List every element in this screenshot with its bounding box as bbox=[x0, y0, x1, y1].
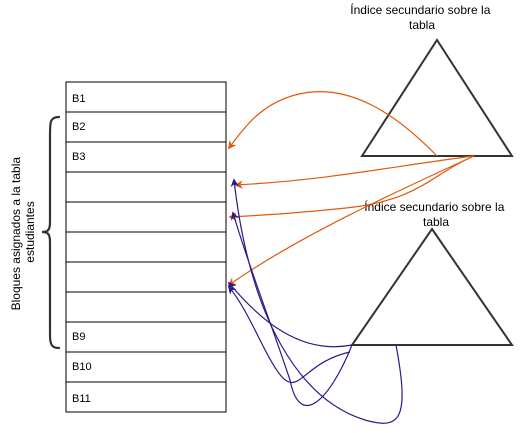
blue-arrow-to-row5-a bbox=[230, 211, 353, 406]
index-triangle-bottom bbox=[350, 227, 514, 346]
orange-arrow-to-b2 bbox=[228, 91, 438, 157]
block-label-11: B11 bbox=[72, 393, 91, 405]
block-row-8 bbox=[65, 291, 227, 323]
orange-arrow-to-row5 bbox=[228, 155, 475, 221]
index-bottom-line2: tabla bbox=[423, 215, 449, 229]
block-label-1: B1 bbox=[72, 93, 85, 105]
index-bottom-caption: Índice secundario sobre la tabla bbox=[364, 199, 507, 229]
block-label-9: B9 bbox=[72, 331, 85, 343]
brace-label-line2: estudiantes bbox=[23, 201, 37, 262]
index-triangle-top bbox=[360, 38, 514, 157]
curly-brace bbox=[41, 115, 61, 350]
block-row-10: B10 bbox=[65, 351, 227, 383]
block-row-7 bbox=[65, 261, 227, 293]
block-row-6 bbox=[65, 231, 227, 263]
brace-label-line1: Bloques asignados a la tabla bbox=[9, 157, 23, 311]
blue-arrows bbox=[227, 178, 403, 424]
orange-arrows bbox=[227, 91, 475, 286]
orange-arrow-to-row4 bbox=[234, 155, 475, 189]
index-top-line2: tabla bbox=[409, 18, 435, 32]
block-label-3: B3 bbox=[72, 151, 85, 163]
index-bottom-line1: Índice secundario sobre la bbox=[364, 199, 504, 214]
index-top-caption: Índice secundario sobre la tabla bbox=[350, 2, 493, 32]
blue-arrow-to-row7-b bbox=[227, 285, 351, 384]
block-row-11: B11 bbox=[65, 381, 227, 413]
block-label-10: B10 bbox=[72, 361, 92, 373]
block-table: B1 B2 B3 B9 bbox=[65, 81, 227, 413]
block-row-4 bbox=[65, 171, 227, 203]
block-row-5 bbox=[65, 201, 227, 233]
brace-label: Bloques asignados a la tabla estudiantes bbox=[9, 154, 37, 311]
block-row-1: B1 bbox=[65, 81, 227, 113]
blue-arrow-to-row4 bbox=[230, 178, 403, 424]
block-row-9: B9 bbox=[65, 321, 227, 353]
block-row-2: B2 bbox=[65, 111, 227, 143]
index-top-line1: Índice secundario sobre la bbox=[350, 2, 490, 17]
blue-arrow-to-row7 bbox=[227, 281, 353, 348]
orange-arrow-to-row7 bbox=[227, 155, 475, 286]
block-label-2: B2 bbox=[72, 121, 85, 133]
block-row-3: B3 bbox=[65, 141, 227, 173]
